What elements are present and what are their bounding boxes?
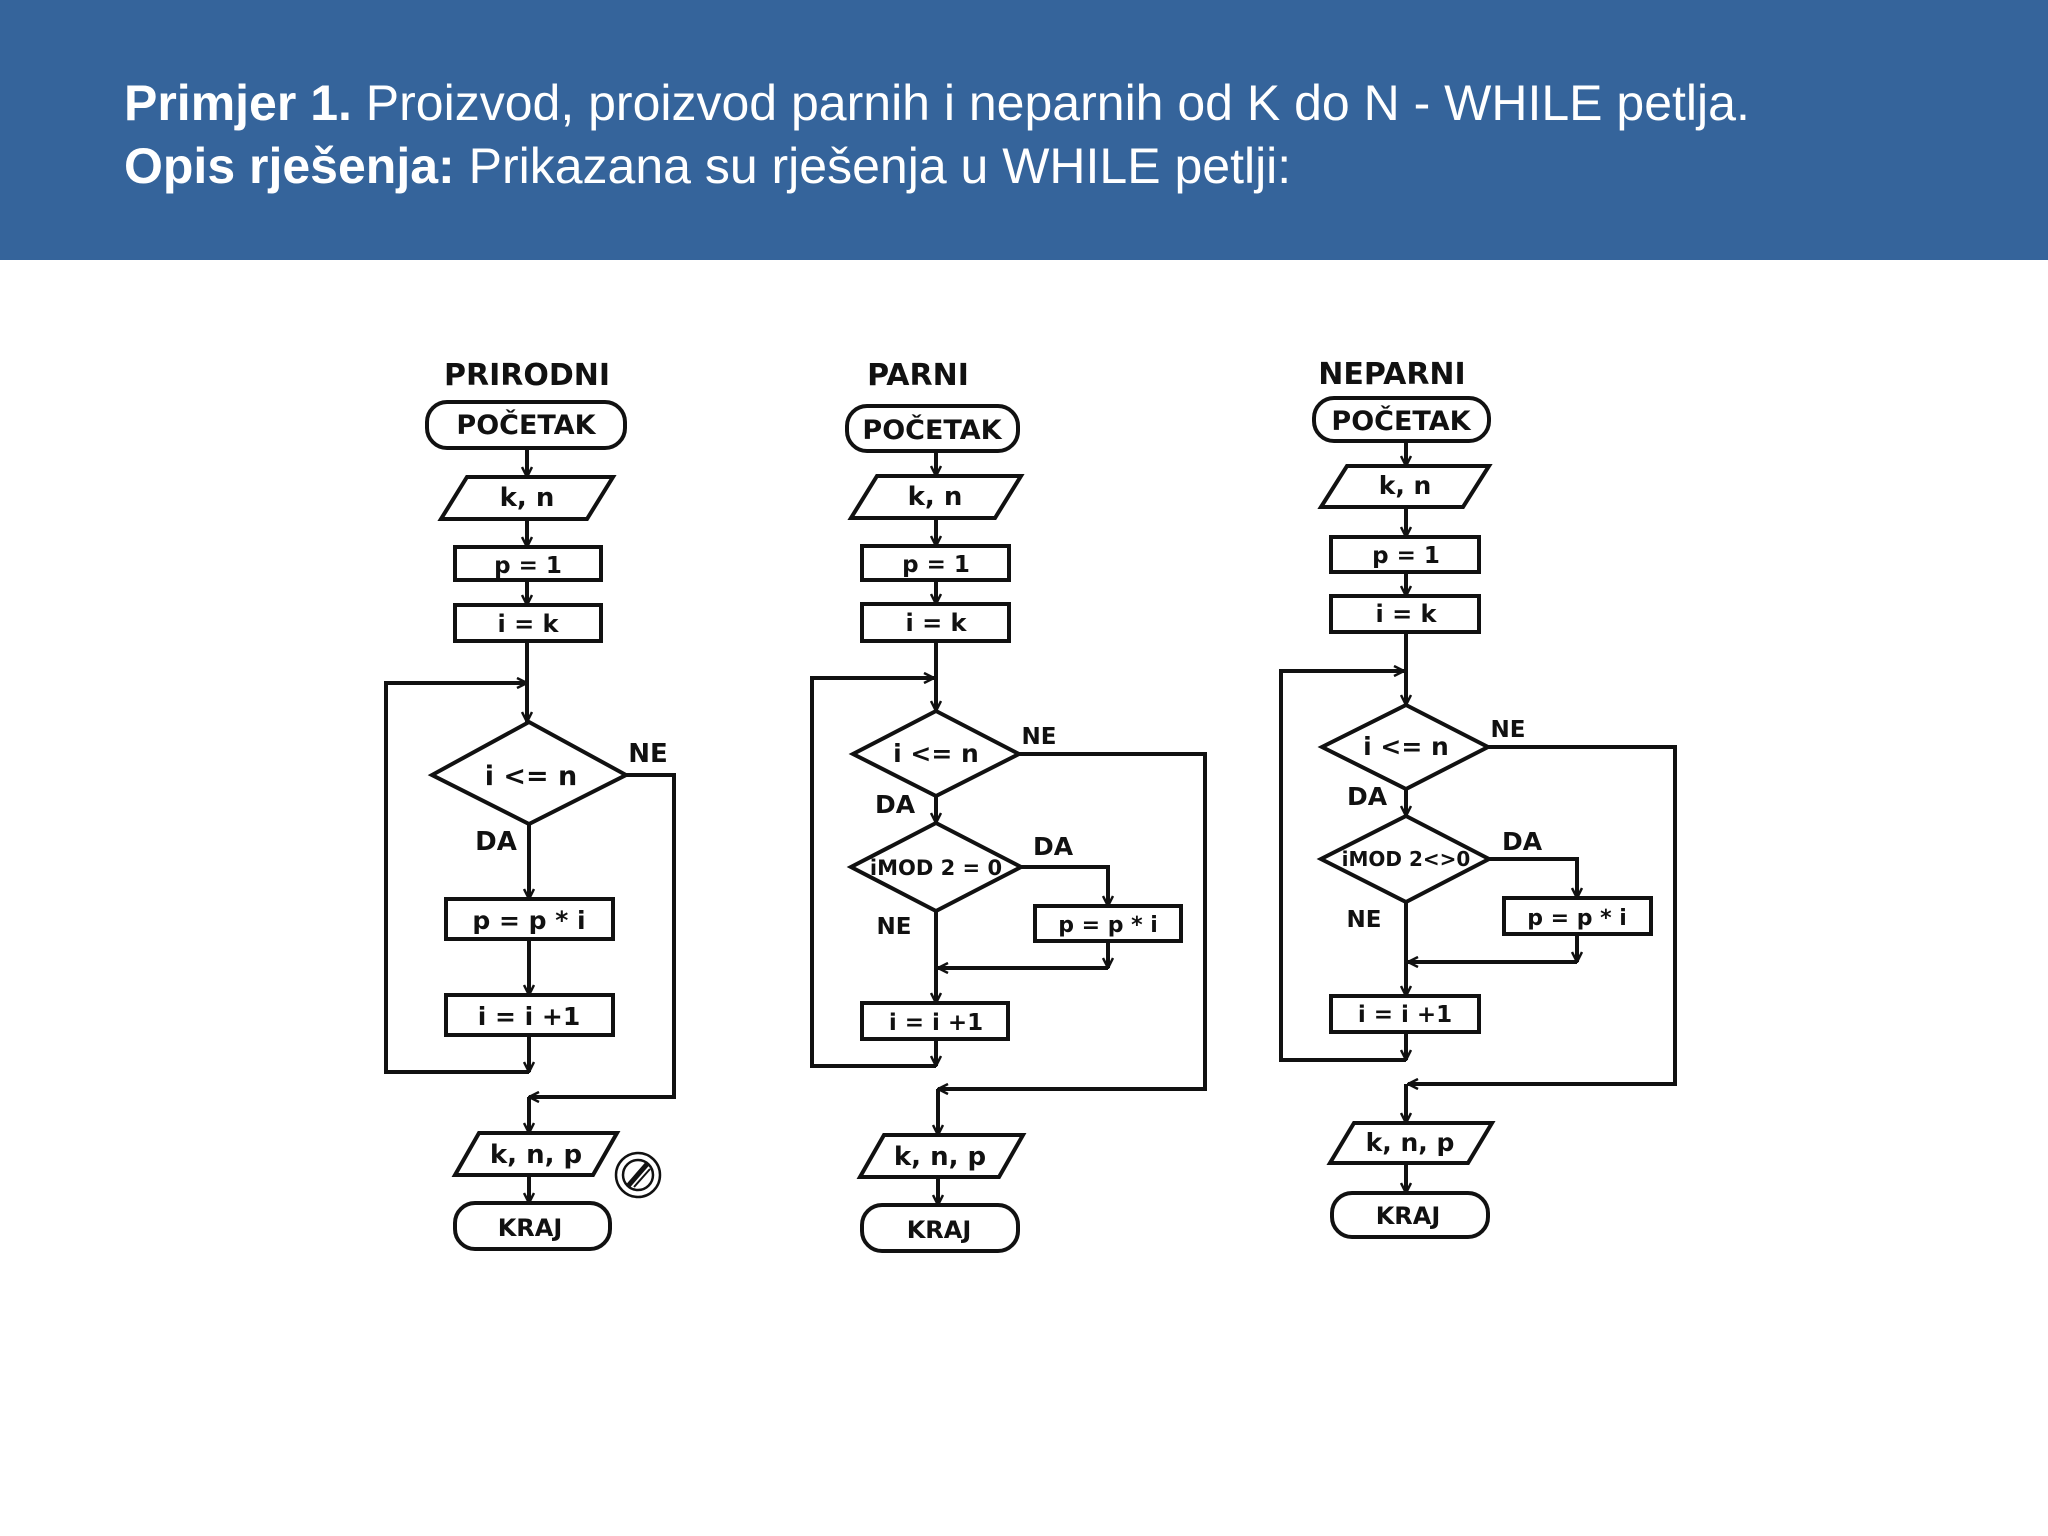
multiply-box xyxy=(1502,896,1653,936)
start-terminal xyxy=(845,404,1020,453)
output-label: k, n, p xyxy=(894,1142,986,1172)
init-i-box xyxy=(860,602,1011,643)
input-label: k, n xyxy=(908,482,963,512)
init-p-label: p = 1 xyxy=(494,553,562,579)
description-text: Prikazana su rješenja u WHILE petlji: xyxy=(454,138,1292,194)
increment-label: i = i +1 xyxy=(1358,1002,1452,1028)
slide-header: Primjer 1. Proizvod, proizvod parnih i n… xyxy=(0,0,2048,260)
init-i-label: i = k xyxy=(1375,600,1437,628)
solution-description: Opis rješenja: Prikazana su rješenja u W… xyxy=(124,136,1291,196)
check-yes-label: DA xyxy=(1502,827,1543,856)
end-terminal xyxy=(453,1201,612,1251)
multiply-label: p = p * i xyxy=(1058,913,1158,938)
flowchart-neparni: NEPARNI POČETAK k, n p = 1 i = k i <= n … xyxy=(1279,357,1677,1239)
flowchart-title: PRIRODNI xyxy=(444,358,610,393)
check-yes-line xyxy=(1021,865,1108,906)
increment-label: i = i +1 xyxy=(889,1010,983,1036)
output-parallelogram xyxy=(1326,1121,1496,1165)
no-label: NE xyxy=(1491,717,1526,743)
input-parallelogram xyxy=(437,475,617,521)
condition-label: i <= n xyxy=(485,761,578,792)
check-no-label: NE xyxy=(1347,907,1382,933)
init-p-label: p = 1 xyxy=(1372,543,1440,569)
end-terminal xyxy=(860,1203,1020,1253)
multiply-box xyxy=(1033,904,1183,943)
loop-back-line xyxy=(810,678,936,1068)
check-no-label: NE xyxy=(877,914,912,940)
condition-label: i <= n xyxy=(893,739,979,768)
check-yes-label: DA xyxy=(1033,832,1074,861)
flowchart-title: PARNI xyxy=(867,358,969,393)
start-label: POČETAK xyxy=(1331,405,1471,437)
loop-exit-line xyxy=(1408,745,1677,1084)
check-yes-line xyxy=(1489,857,1577,898)
check-label: iMOD 2 = 0 xyxy=(870,856,1002,880)
multiply-box xyxy=(444,897,615,941)
no-label: NE xyxy=(1022,724,1057,750)
end-terminal xyxy=(1330,1191,1490,1239)
input-parallelogram xyxy=(847,474,1025,520)
input-label: k, n xyxy=(1379,471,1432,500)
title-label: Primjer 1. xyxy=(124,75,352,131)
no-label: NE xyxy=(628,739,668,769)
flowchart-prirodni: PRIRODNI POČETAK k, n p = 1 i = k i <= n… xyxy=(384,358,676,1251)
slide-title: Primjer 1. Proizvod, proizvod parnih i n… xyxy=(124,73,1750,133)
start-terminal xyxy=(1312,396,1491,443)
end-label: KRAJ xyxy=(907,1216,972,1244)
multiply-label: p = p * i xyxy=(472,906,585,935)
pencil-cursor-icon xyxy=(614,1151,662,1199)
yes-label: DA xyxy=(875,790,916,819)
loop-exit-line xyxy=(529,773,676,1097)
yes-label: DA xyxy=(1347,782,1388,811)
loop-back-line xyxy=(1279,671,1406,1062)
multiply-label: p = p * i xyxy=(1527,906,1627,931)
end-label: KRAJ xyxy=(1376,1202,1441,1230)
end-label: KRAJ xyxy=(498,1214,563,1242)
start-label: POČETAK xyxy=(862,414,1002,446)
init-p-box xyxy=(453,545,603,582)
title-text: Proizvod, proizvod parnih i neparnih od … xyxy=(351,75,1750,131)
output-parallelogram xyxy=(856,1133,1027,1179)
init-i-label: i = k xyxy=(497,610,559,638)
description-label: Opis rješenja: xyxy=(124,138,455,194)
loop-exit-line xyxy=(938,752,1207,1089)
init-p-label: p = 1 xyxy=(902,552,970,578)
flowchart-parni: PARNI POČETAK k, n p = 1 i = k i <= n DA… xyxy=(810,358,1207,1253)
init-i-label: i = k xyxy=(905,609,967,637)
condition-label: i <= n xyxy=(1363,732,1449,761)
output-label: k, n, p xyxy=(1366,1128,1455,1157)
input-parallelogram xyxy=(1317,464,1493,509)
output-parallelogram xyxy=(451,1131,621,1177)
check-label: iMOD 2<>0 xyxy=(1342,847,1471,871)
increment-label: i = i +1 xyxy=(478,1002,581,1031)
input-label: k, n xyxy=(500,483,555,513)
loop-back-line xyxy=(384,683,529,1074)
output-label: k, n, p xyxy=(490,1140,582,1170)
flowchart-title: NEPARNI xyxy=(1318,357,1465,392)
increment-box xyxy=(860,1001,1010,1041)
start-label: POČETAK xyxy=(456,409,596,441)
yes-label: DA xyxy=(475,827,517,857)
